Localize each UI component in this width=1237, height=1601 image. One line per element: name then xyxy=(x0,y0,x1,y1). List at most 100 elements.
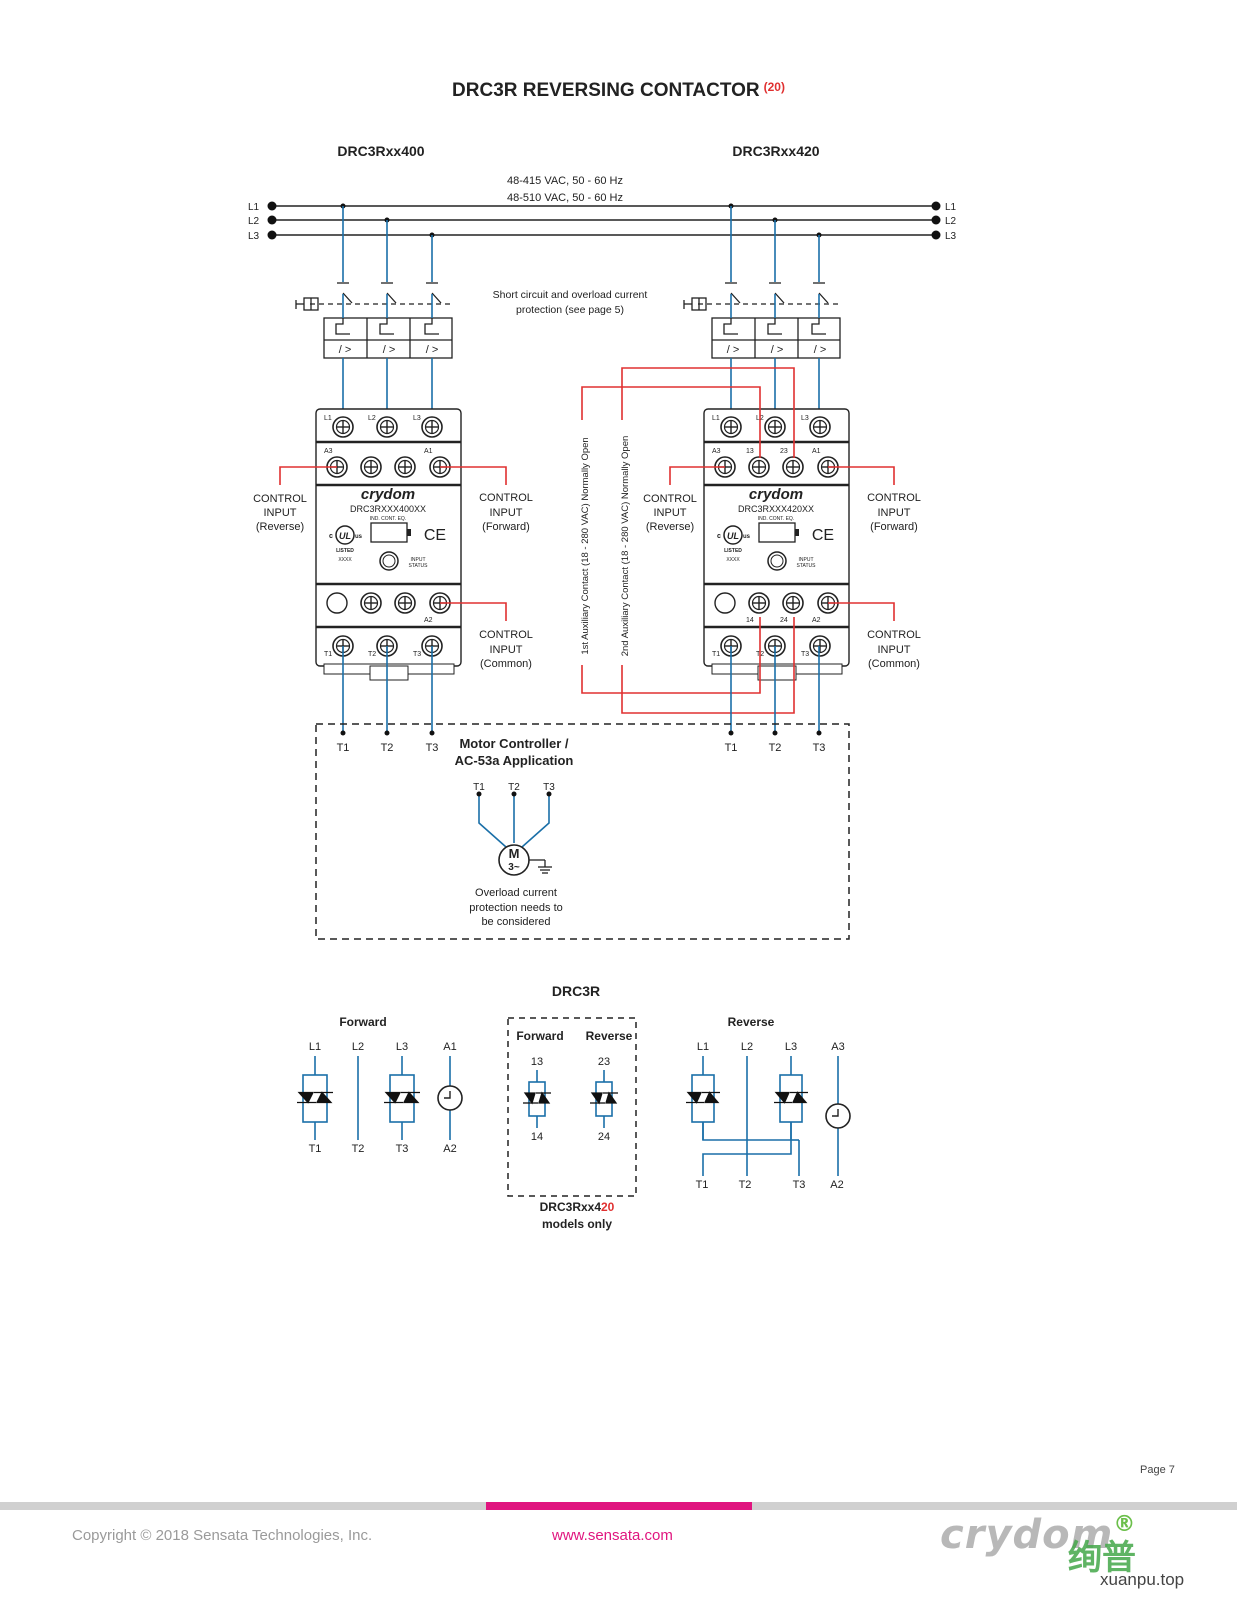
fwd-coil xyxy=(437,1056,463,1140)
motor-box xyxy=(315,723,850,940)
rm-c: c xyxy=(717,533,721,540)
left-breaker: / > / > / > xyxy=(295,206,453,427)
supply-voltage-1: 48-415 VAC, 50 - 60 Hz xyxy=(507,175,623,187)
right-model-label: DRC3Rxx420 xyxy=(732,143,819,159)
rm-23: 23 xyxy=(780,448,788,455)
lm-t2: T2 xyxy=(368,651,376,658)
schematic-forward: Forward xyxy=(339,1015,386,1029)
rm-ind: IND. CONT. EQ. xyxy=(758,516,794,522)
bus-label-l1-right: L1 xyxy=(945,202,957,213)
rm-aux-screw-0 xyxy=(748,592,770,614)
page-number: Page 7 xyxy=(1140,1464,1175,1476)
output-dots xyxy=(340,730,822,736)
motor-t3: T3 xyxy=(543,782,555,793)
lm-a1: A1 xyxy=(424,448,433,455)
lm-a2: A2 xyxy=(424,617,433,624)
motor-title-2: AC-53a Application xyxy=(455,753,574,768)
aux-box xyxy=(507,1017,637,1197)
overload-2: protection needs to xyxy=(469,902,563,914)
aux-forward: Forward xyxy=(516,1029,563,1043)
out-t3-l: T3 xyxy=(426,742,439,754)
rm-us: us xyxy=(743,534,751,540)
lm-xxxx: XXXX xyxy=(338,557,352,563)
ctrl-fwd-r-3: (Forward) xyxy=(870,521,918,533)
schematic-heading: DRC3R xyxy=(552,983,600,999)
aux-14: 14 xyxy=(531,1131,543,1143)
rm-24: 24 xyxy=(780,617,788,624)
title-note: (20) xyxy=(763,80,785,94)
ctrl-rev-r-3: (Reverse) xyxy=(646,521,694,533)
motor-title-1: Motor Controller / xyxy=(459,736,568,751)
rm-t1: T1 xyxy=(712,651,720,658)
aux-24: 24 xyxy=(598,1131,610,1143)
rm-14: 14 xyxy=(746,617,754,624)
bus-label-l2-right: L2 xyxy=(945,216,957,227)
rev-bot-3: A2 xyxy=(830,1179,843,1191)
lm-t3: T3 xyxy=(413,651,421,658)
ctrl-fwd-l-2: INPUT xyxy=(490,507,523,519)
wiring-diagram: DRC3Rxx400 DRC3Rxx420 48-415 VAC, 50 - 6… xyxy=(248,143,957,1231)
ground-icon xyxy=(529,859,552,874)
ctrl-fwd-l-3: (Forward) xyxy=(482,521,530,533)
rev-top-2: L3 xyxy=(785,1041,797,1053)
ctrl-fwd-r-1: CONTROL xyxy=(867,492,921,504)
models-note-1: DRC3Rxx420 xyxy=(540,1200,615,1214)
rm-model: DRC3RXXX420XX xyxy=(738,504,814,514)
rm-line-screw-0 xyxy=(720,416,742,438)
rm-aux-screw-1 xyxy=(782,592,804,614)
rm-line-screw-2 xyxy=(809,416,831,438)
fwd-top-0: L1 xyxy=(309,1041,321,1053)
rev-top-3: A3 xyxy=(831,1041,844,1053)
rm-ctrl-screw-1 xyxy=(748,456,770,478)
motor-wires xyxy=(478,794,550,848)
schematic-reverse: Reverse xyxy=(728,1015,775,1029)
ctrl-fwd-r-2: INPUT xyxy=(878,507,911,519)
lm-brand: crydom xyxy=(361,486,415,503)
ctrl-rev-l-1: CONTROL xyxy=(253,493,307,505)
overload-3: be considered xyxy=(481,916,550,928)
watermark-url: xuanpu.top xyxy=(1100,1570,1185,1589)
rm-listed: LISTED xyxy=(724,548,742,554)
ctrl-rev-l-2: INPUT xyxy=(264,507,297,519)
lm-l1: L1 xyxy=(324,415,332,422)
website-link[interactable]: www.sensata.com xyxy=(552,1527,673,1544)
registered-icon: ® xyxy=(1113,1512,1137,1537)
bus-label-l1-left: L1 xyxy=(248,202,260,213)
rev-bot-0: T1 xyxy=(696,1179,709,1191)
watermark-text: 绚普 xyxy=(1068,1538,1136,1578)
rev-bot-2: T3 xyxy=(793,1179,806,1191)
supply-bus xyxy=(272,205,936,236)
fwd-top-2: L3 xyxy=(396,1041,408,1053)
fwd-top-3: A1 xyxy=(443,1041,456,1053)
rm-ce: CE xyxy=(812,527,834,544)
aux-13: 13 xyxy=(531,1056,543,1068)
ctrl-com-r-2: INPUT xyxy=(878,644,911,656)
rm-a3: A3 xyxy=(712,448,721,455)
lm-status-1: INPUT xyxy=(411,557,426,563)
rev-coil xyxy=(825,1056,851,1176)
ctrl-rev-r-1: CONTROL xyxy=(643,493,697,505)
aux-23: 23 xyxy=(598,1056,610,1068)
rm-13: 13 xyxy=(746,448,754,455)
lm-line-screw-1 xyxy=(376,416,398,438)
out-t1-l: T1 xyxy=(337,742,350,754)
rm-a1: A1 xyxy=(812,448,821,455)
rev-cross-wiring xyxy=(702,1056,800,1176)
lm-line-screw-0 xyxy=(332,416,354,438)
ctrl-com-l-2: INPUT xyxy=(490,644,523,656)
fwd-bot-0: T1 xyxy=(309,1143,322,1155)
brand-logo: crydom® xyxy=(940,1512,1137,1558)
rm-line-screw-1 xyxy=(764,416,786,438)
copyright: Copyright © 2018 Sensata Technologies, I… xyxy=(72,1527,373,1544)
breaker-symbol-1: / > xyxy=(339,344,352,356)
rev-top-1: L2 xyxy=(741,1041,753,1053)
rm-ctrl-screw-2 xyxy=(782,456,804,478)
breaker-symbol-5: / > xyxy=(771,344,784,356)
models-note-2: models only xyxy=(542,1217,612,1231)
right-breaker: / > / > / > xyxy=(683,206,841,427)
control-labels: CONTROL INPUT (Reverse) CONTROL INPUT (F… xyxy=(253,492,921,670)
fwd-top-1: L2 xyxy=(352,1041,364,1053)
control-wiring xyxy=(279,367,895,714)
